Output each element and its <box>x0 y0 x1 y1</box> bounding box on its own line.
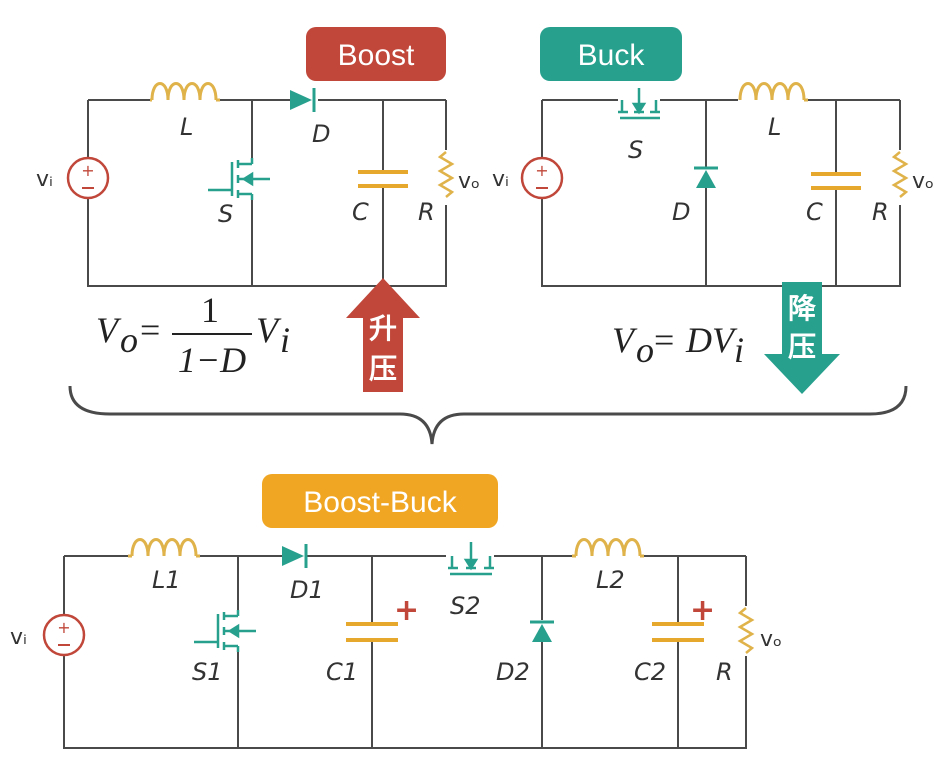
boost-buck-capacitor-1-plus: + <box>394 593 419 628</box>
svg-text:+: + <box>81 161 94 180</box>
buck-formula-rhs: DV <box>685 320 738 360</box>
buck-circuit: Buck S D L + vᵢ <box>492 27 934 394</box>
boost-formula-eq: = <box>140 310 160 350</box>
buck-resistor <box>892 150 908 199</box>
buck-inductor <box>738 82 808 102</box>
boost-vout-label: vₒ <box>458 169 480 194</box>
boost-buck-inductor-2-label: L2 <box>596 566 625 594</box>
boost-arrow-char-1: 升 <box>369 312 397 345</box>
boost-buck-inductor-1 <box>128 538 200 558</box>
buck-wire <box>541 99 901 287</box>
buck-switch-label: S <box>628 136 643 164</box>
boost-buck-vout-label: vₒ <box>760 627 782 652</box>
boost-buck-tag: Boost-Buck <box>262 474 498 528</box>
boost-buck-inductor-1-label: L1 <box>152 566 181 594</box>
buck-capacitor <box>811 172 861 190</box>
boost-source: + <box>66 156 110 200</box>
buck-formula: V o = DV i <box>612 320 744 370</box>
buck-diode <box>694 166 718 188</box>
buck-switch <box>618 88 660 120</box>
boost-buck-diode-1 <box>282 544 308 568</box>
boost-circuit: Boost L D + vᵢ <box>36 27 480 392</box>
boost-formula-rhs: V <box>256 310 282 350</box>
boost-buck-resistor <box>738 606 754 655</box>
boost-buck-capacitor-2 <box>652 622 704 642</box>
boost-formula: V o = 1 1−D V i <box>96 290 290 380</box>
buck-title: Buck <box>578 39 646 72</box>
boost-buck-diode-1-label: D1 <box>290 576 324 604</box>
buck-down-arrow: 降 压 <box>764 282 840 394</box>
svg-text:+: + <box>535 161 548 180</box>
boost-buck-capacitor-2-label: C2 <box>634 658 666 686</box>
boost-up-arrow: 升 压 <box>346 278 420 392</box>
boost-buck-switch-1-label: S1 <box>192 658 223 686</box>
boost-diode <box>290 88 316 112</box>
boost-formula-rhs-sub: i <box>280 320 290 360</box>
buck-vout-label: vₒ <box>912 169 934 194</box>
boost-resistor <box>438 150 454 199</box>
boost-tag: Boost <box>306 27 446 81</box>
boost-formula-num: 1 <box>201 290 219 330</box>
boost-buck-resistor-label: R <box>716 658 733 686</box>
buck-diode-label: D <box>672 198 690 226</box>
boost-arrow-char-2: 压 <box>369 352 397 385</box>
boost-capacitor-label: C <box>352 198 369 226</box>
boost-buck-capacitor-1 <box>346 622 398 642</box>
boost-buck-capacitor-1-label: C1 <box>326 658 358 686</box>
boost-inductor-label: L <box>180 113 193 141</box>
boost-vin-label: vᵢ <box>36 167 53 192</box>
svg-text:+: + <box>57 618 70 637</box>
boost-buck-vin-label: vᵢ <box>10 625 27 650</box>
buck-capacitor-label: C <box>806 198 823 226</box>
boost-formula-lhs: V <box>96 310 122 350</box>
buck-inductor-label: L <box>768 113 781 141</box>
buck-formula-eq: = <box>654 320 674 360</box>
boost-buck-inductor-2 <box>572 538 644 558</box>
boost-inductor <box>150 82 220 102</box>
boost-buck-diode-2-label: D2 <box>496 658 530 686</box>
boost-buck-title: Boost-Buck <box>303 486 457 519</box>
buck-tag: Buck <box>540 27 682 81</box>
boost-switch <box>208 158 270 200</box>
boost-formula-den: 1−D <box>178 340 246 380</box>
boost-wire-left <box>87 99 447 287</box>
boost-buck-switch-2 <box>448 542 494 576</box>
boost-formula-lhs-sub: o <box>120 320 138 360</box>
boost-diode-label: D <box>312 120 330 148</box>
buck-source: + <box>520 156 564 200</box>
boost-buck-wire <box>63 555 747 749</box>
boost-tag-bg <box>306 27 446 81</box>
boost-switch-label: S <box>218 200 233 228</box>
buck-resistor-label: R <box>872 198 889 226</box>
buck-vin-label: vᵢ <box>492 167 509 192</box>
boost-buck-diode-2 <box>530 620 554 642</box>
boost-resistor-label: R <box>418 198 435 226</box>
merge-brace <box>68 385 908 445</box>
boost-buck-switch-1 <box>194 610 256 652</box>
boost-capacitor <box>358 170 408 188</box>
boost-title: Boost <box>338 39 415 72</box>
buck-arrow-char-1: 降 <box>788 292 817 325</box>
boost-buck-capacitor-2-plus: + <box>690 593 715 628</box>
buck-formula-lhs: V <box>612 320 638 360</box>
buck-formula-lhs-sub: o <box>636 330 654 370</box>
boost-buck-source: + <box>42 613 86 657</box>
boost-buck-tag-bg <box>262 474 498 528</box>
buck-arrow-char-2: 压 <box>788 330 816 363</box>
buck-tag-bg <box>540 27 682 81</box>
boost-buck-switch-2-label: S2 <box>450 592 481 620</box>
buck-formula-rhs-sub: i <box>734 330 744 370</box>
boost-buck-circuit: Boost-Buck L1 D1 + vᵢ <box>10 474 782 749</box>
